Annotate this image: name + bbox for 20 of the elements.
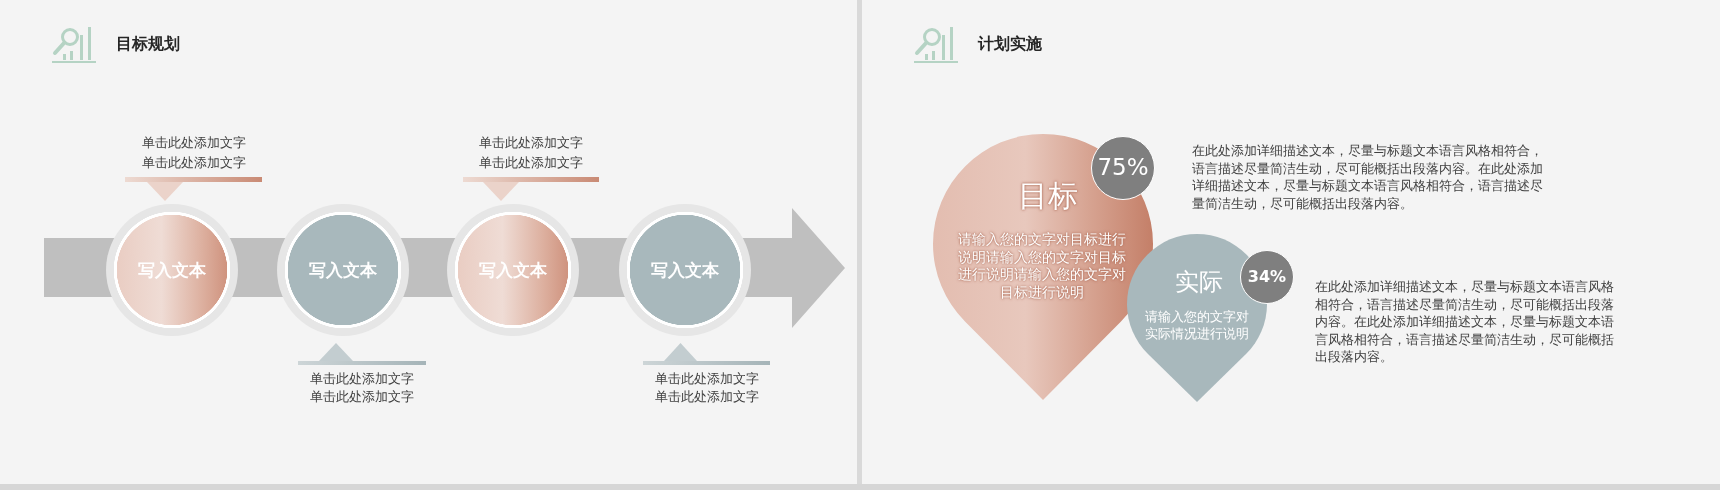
drop-description: 请输入您的文字对目标进行说明请输入您的文字对目标进行说明请输入您的文字对目标进行说明 xyxy=(957,231,1127,302)
callout-text: 单击此处添加文字 xyxy=(310,370,414,388)
description-text: 在此处添加详细描述文本，尽量与标题文本语言风格相符合，语言描述尽量简洁生动，尽可能概括出段落内容。在此处添加详细描述文本，尽量与标题文本语言风格相符合，语言描述尽量简洁生动，尽可能概括出段落内容。 xyxy=(1315,278,1615,366)
callout-text: 单击此处添加文字 xyxy=(479,154,583,172)
description-text: 在此处添加详细描述文本，尽量与标题文本语言风格相符合，语言描述尽量简洁生动，尽可能概括出段落内容。在此处添加详细描述文本，尽量与标题文本语言风格相符合，语言描述尽量简洁生动，尽可能概括出段落内容。 xyxy=(1192,142,1544,212)
callout-text: 单击此处添加文字 xyxy=(141,154,246,172)
callout-text: 单击此处添加文字 xyxy=(654,388,759,406)
percentage-value: 75% xyxy=(1097,155,1149,181)
drop-title: 目标 xyxy=(1018,178,1078,212)
slide-heading: 计划实施 xyxy=(978,34,1042,54)
callout-text: 单击此处添加文字 xyxy=(654,370,759,388)
callout-text: 单击此处添加文字 xyxy=(310,388,414,406)
callout-text: 单击此处添加文字 xyxy=(479,134,583,152)
step-label: 写入文本 xyxy=(309,260,377,280)
percentage-value: 34% xyxy=(1247,268,1287,286)
callout-text: 单击此处添加文字 xyxy=(141,134,246,152)
step-label: 写入文本 xyxy=(651,260,719,280)
slide-heading: 目标规划 xyxy=(116,34,180,54)
drop-description: 请输入您的文字对实际情况进行说明 xyxy=(1144,308,1250,342)
drop-title: 实际 xyxy=(1175,268,1223,296)
